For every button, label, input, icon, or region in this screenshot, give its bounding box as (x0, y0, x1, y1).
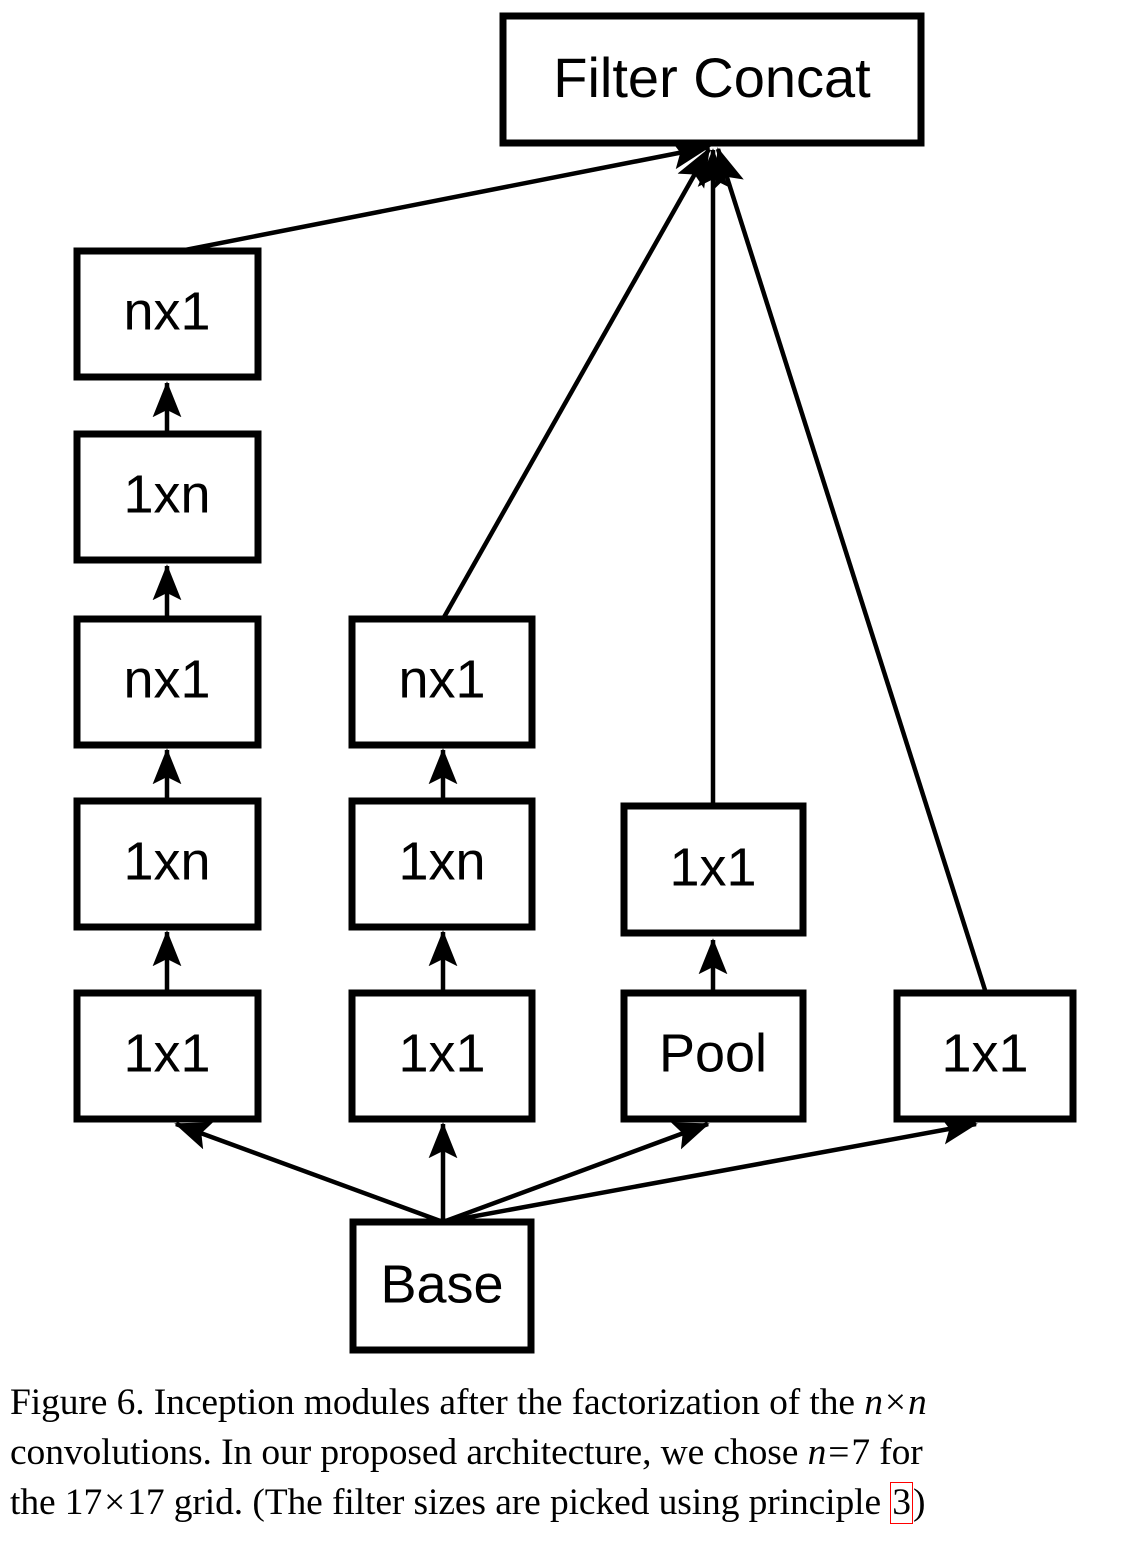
caption-var-n3: n (807, 1432, 827, 1473)
filter-concat-box[interactable] (499, 12, 925, 147)
caption-value-17a: 17 (64, 1482, 103, 1523)
node-b2-nx1[interactable]: nx1 (348, 615, 536, 749)
caption-line2-tail: for (869, 1432, 923, 1473)
node-b2-1xn[interactable]: 1xn (348, 797, 536, 931)
caption-times-1: × (884, 1382, 906, 1423)
edge-branch4-to-concat (714, 147, 988, 991)
b4-1x1-box[interactable] (893, 989, 1077, 1123)
node-b1-1x1[interactable]: 1x1 (73, 989, 262, 1123)
b1-1x1-label: 1x1 (123, 1023, 210, 1083)
caption-line3-mid: grid. (The filter sizes are picked using… (164, 1482, 891, 1523)
caption-times-2: × (104, 1482, 126, 1523)
b1-1xn-a-box[interactable] (73, 797, 262, 931)
b4-1x1-label: 1x1 (941, 1023, 1028, 1083)
b1-nx1-a-label: nx1 (123, 649, 210, 709)
edge-base-to-branch3 (442, 1121, 710, 1225)
inception-module-diagram: Filter Concat nx1 1xn nx1 1xn 1x1 nx1 (73, 12, 1077, 1354)
edge-branch2-to-concat (441, 147, 711, 621)
edges-to-filter-concat (179, 139, 988, 991)
b3-pool-box[interactable] (620, 989, 807, 1123)
b2-1xn-box[interactable] (348, 797, 536, 931)
caption-line-1: Figure 6. Inception modules after the fa… (10, 1378, 1114, 1428)
b3-pool-label: Pool (659, 1023, 767, 1083)
edge-branch1-to-concat (179, 139, 711, 254)
edges-from-base (174, 1116, 978, 1225)
caption-reference-link[interactable]: 3 (890, 1482, 913, 1524)
b2-1x1-label: 1x1 (398, 1023, 485, 1083)
b3-1x1-label: 1x1 (669, 837, 756, 897)
node-b1-1xn-a[interactable]: 1xn (73, 797, 262, 931)
node-filter-concat[interactable]: Filter Concat (499, 12, 925, 147)
caption-value-7: 7 (851, 1432, 870, 1473)
caption-var-n2: n (907, 1382, 927, 1423)
b1-nx1-b-label: nx1 (123, 281, 210, 341)
b1-1xn-a-label: 1xn (123, 831, 210, 891)
caption-value-17b: 17 (127, 1482, 165, 1523)
node-base[interactable]: Base (349, 1218, 535, 1354)
node-b1-nx1-a[interactable]: nx1 (73, 615, 262, 749)
base-label: Base (380, 1254, 503, 1314)
edge-base-to-branch4 (442, 1116, 978, 1225)
b3-1x1-box[interactable] (620, 802, 807, 937)
caption-line2-text: convolutions. In our proposed architectu… (10, 1432, 808, 1473)
b2-1xn-label: 1xn (398, 831, 485, 891)
caption-line3-head: the (10, 1482, 65, 1523)
caption-line-2: convolutions. In our proposed architectu… (10, 1428, 1114, 1478)
caption-line-3: the 17×17 grid. (The filter sizes are pi… (10, 1478, 1114, 1528)
node-b3-1x1[interactable]: 1x1 (620, 802, 807, 937)
b1-1x1-box[interactable] (73, 989, 262, 1123)
b1-nx1-a-box[interactable] (73, 615, 262, 749)
edge-base-to-branch1 (174, 1121, 444, 1225)
node-b1-nx1-b[interactable]: nx1 (73, 247, 262, 381)
b2-1x1-box[interactable] (348, 989, 536, 1123)
b2-nx1-label: nx1 (398, 649, 485, 709)
caption-var-n1: n (864, 1382, 883, 1423)
node-b1-1xn-b[interactable]: 1xn (73, 430, 262, 564)
filter-concat-label: Filter Concat (553, 46, 871, 109)
node-b3-pool[interactable]: Pool (620, 989, 807, 1123)
node-b2-1x1[interactable]: 1x1 (348, 989, 536, 1123)
b2-nx1-box[interactable] (348, 615, 536, 749)
base-box[interactable] (349, 1218, 535, 1354)
node-b4-1x1[interactable]: 1x1 (893, 989, 1077, 1123)
b1-nx1-b-box[interactable] (73, 247, 262, 381)
caption-line3-tail: ) (912, 1482, 926, 1523)
caption-line1-text: Figure 6. Inception modules after the fa… (10, 1382, 865, 1423)
b1-1xn-b-label: 1xn (123, 464, 210, 524)
figure-caption: Figure 6. Inception modules after the fa… (10, 1378, 1114, 1528)
caption-equals: = (828, 1432, 850, 1473)
b1-1xn-b-box[interactable] (73, 430, 262, 564)
